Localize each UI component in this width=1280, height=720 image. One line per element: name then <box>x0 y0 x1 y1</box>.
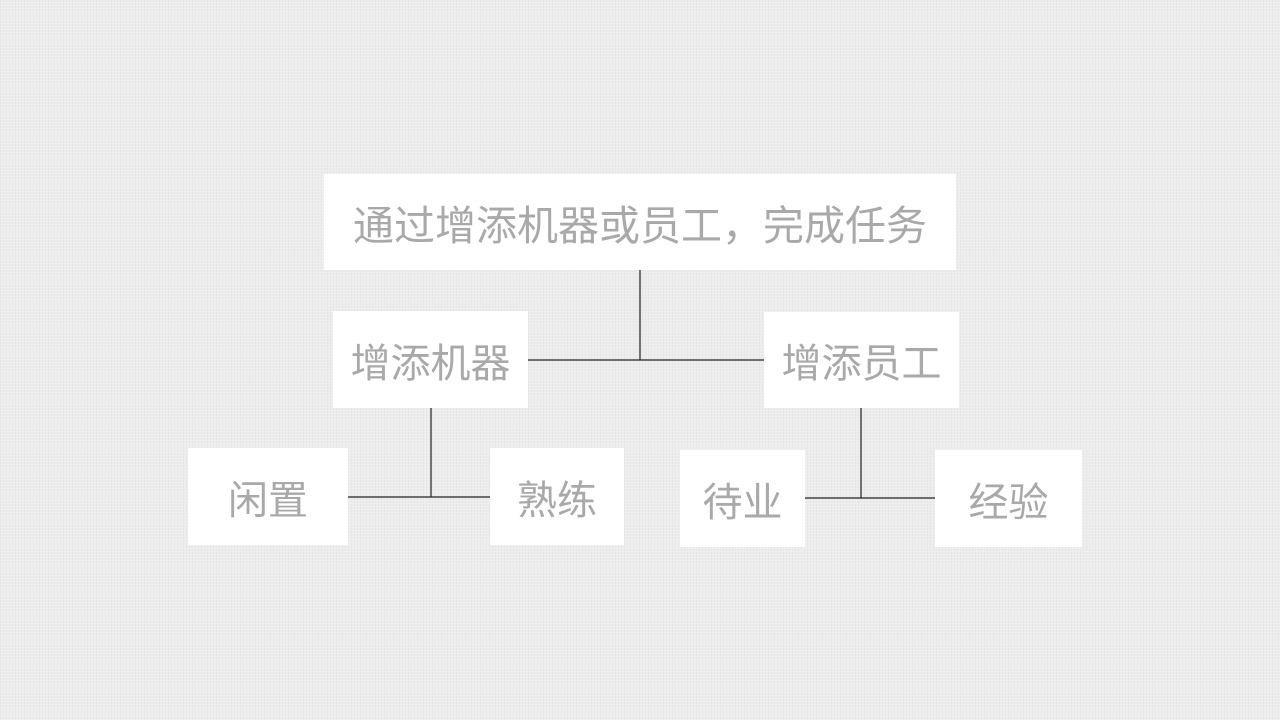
root-node: 通过增添机器或员工，完成任务 <box>324 174 956 270</box>
branch-node-machine: 增添机器 <box>333 311 528 408</box>
leaf-node-skilled: 熟练 <box>490 448 624 545</box>
branch-node-staff: 增添员工 <box>764 312 959 408</box>
root-node-label: 通过增添机器或员工，完成任务 <box>353 202 927 250</box>
leaf-node-skilled-label: 熟练 <box>517 477 597 524</box>
leaf-node-idle-label: 闲置 <box>228 477 308 524</box>
leaf-node-experience: 经验 <box>935 450 1082 547</box>
leaf-node-unemployed: 待业 <box>680 450 805 547</box>
branch-node-machine-label: 增添机器 <box>350 340 511 387</box>
leaf-node-experience-label: 经验 <box>968 479 1049 526</box>
branch-node-staff-label: 增添员工 <box>781 341 942 387</box>
leaf-node-idle: 闲置 <box>188 448 348 545</box>
leaf-node-unemployed-label: 待业 <box>702 479 783 526</box>
